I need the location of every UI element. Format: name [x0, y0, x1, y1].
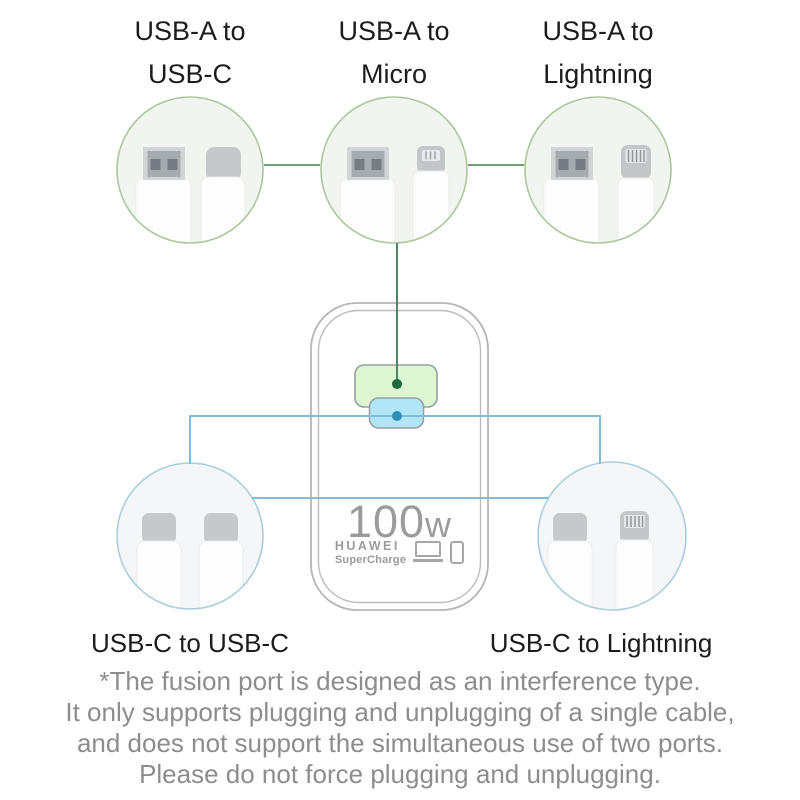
micro-usb-plug-icon: [412, 146, 450, 242]
label-usb-c-to-usb-c: USB-C to USB-C: [91, 628, 289, 658]
lightning-plug-icon: [615, 511, 654, 609]
label-line: Lightning: [543, 59, 653, 89]
brand-block: HUAWEI SuperCharge: [311, 540, 488, 566]
usb-c-plug-icon: [136, 513, 182, 608]
wattage-label: 100w: [311, 499, 488, 544]
usb-a-plug-icon: [339, 147, 396, 242]
brand-text-column: HUAWEI SuperCharge: [335, 540, 406, 566]
label-line: USB-A to: [134, 16, 246, 46]
usb-a-plug-icon: [135, 147, 192, 242]
label-usb-a-to-usb-c: USB-A to USB-C: [60, 10, 320, 96]
usb-c-and-lightning-connectors-icon: [547, 511, 654, 609]
footnote-line-1: *The fusion port is designed as an inter…: [99, 666, 701, 696]
blue-port-dot: [392, 411, 402, 421]
label-line: USB-A to: [542, 16, 654, 46]
wattage-unit: w: [425, 504, 453, 545]
usb-a-and-usb-c-connectors-icon: [135, 147, 246, 242]
label-usb-c-to-lightning: USB-C to Lightning: [489, 628, 713, 658]
usb-c-plug-icon: [547, 513, 593, 609]
laptop-icon: [413, 541, 444, 562]
usb-a-plug-icon: [543, 147, 600, 242]
brand-name: HUAWEI: [334, 539, 400, 553]
footnote-line-3: and does not support the simultaneous us…: [76, 728, 724, 758]
label-line: USB-A to: [338, 16, 450, 46]
footnote-line-2: It only supports plugging and unplugging…: [65, 697, 735, 727]
footnote-line-4: Please do not force plugging and unplugg…: [139, 759, 661, 789]
phone-icon: [450, 541, 465, 564]
laptop-base: [413, 559, 444, 562]
laptop-screen: [415, 541, 442, 557]
bottom-circle-usb-c-to-usb-c: [116, 462, 264, 610]
footnote: *The fusion port is designed as an inter…: [0, 666, 800, 790]
usb-c-plug-icon: [200, 147, 246, 242]
wattage-number: 100: [346, 496, 426, 547]
green-port-dot: [392, 379, 402, 389]
label-usb-a-to-lightning: USB-A to Lightning: [468, 10, 728, 96]
lightning-plug-icon: [617, 145, 655, 242]
supercharge-label: SuperCharge: [334, 553, 407, 566]
usb-a-and-lightning-connectors-icon: [543, 145, 655, 242]
label-usb-a-to-micro: USB-A to Micro: [264, 10, 524, 96]
label-line: Micro: [361, 59, 427, 89]
label-line: USB-C: [147, 59, 232, 89]
usb-c-plug-icon: [198, 513, 244, 608]
